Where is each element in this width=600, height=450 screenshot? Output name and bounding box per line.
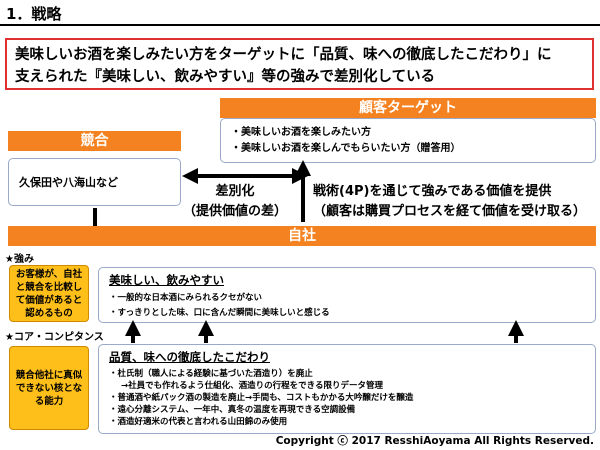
target-box: ・美味しいお酒を楽しみたい方 ・美味しいお酒を楽しんでもらいたい方（贈答用）: [220, 118, 596, 163]
core-item: ・杜氏制（職人による経験に基づいた酒造り）を廃止: [109, 369, 313, 379]
competitor-header: 競合: [8, 131, 181, 151]
core-competence-label: ★コア・コンピタンス: [5, 332, 104, 343]
strength-box: 美味しい、飲みやすい ・一般的な日本酒にみられるクセがない ・すっきりとした味、…: [98, 267, 596, 323]
core-competence-box: 品質、味への徹底したこだわり ・杜氏制（職人による経験に基づいた酒造り）を廃止 …: [98, 344, 596, 434]
core-heading: 品質、味への徹底したこだわり: [109, 350, 270, 364]
strength-heading: 美味しい、飲みやすい: [109, 273, 224, 287]
strategy-line-1: 戦術(4P)を通じて強みである価値を提供: [313, 184, 552, 199]
strength-item: ・一般的な日本酒にみられるクセがない: [109, 293, 263, 303]
strength-label: ★強み: [5, 254, 34, 265]
core-item: ・遠心分離システム、一年中、真冬の温度を再現できる空調設備: [109, 405, 356, 415]
strategy-label: 戦術(4P)を通じて強みである価値を提供 （顧客は購買プロセスを経て価値を受け取…: [313, 182, 598, 222]
core-item: →社員でも作れるよう仕組化、酒造りの行程をできる限りデータ管理: [121, 381, 383, 391]
title-divider: [0, 24, 600, 26]
summary-line-2: 支えられた『美味しい、飲みやすい』等の強みで差別化している: [15, 69, 436, 85]
differentiation-label: 差別化 （提供価値の差）: [180, 182, 290, 222]
differentiation-line-1: 差別化: [215, 184, 255, 199]
summary-line-1: 美味しいお酒を楽しみたい方をターゲットに「品質、味への徹底したこだわり」に: [15, 47, 552, 63]
differentiation-line-2: （提供価値の差）: [182, 204, 287, 219]
core-competence-note: 競合他社に真似できない核となる能力: [9, 346, 89, 430]
target-header: 顧客ターゲット: [220, 98, 596, 118]
target-item: ・美味しいお酒を楽しみたい方: [231, 127, 371, 138]
competitor-box: 久保田や八海山など: [8, 158, 181, 206]
summary-box: 美味しいお酒を楽しみたい方をターゲットに「品質、味への徹底したこだわり」に 支え…: [5, 38, 594, 90]
strength-note: お客様が、自社と競合を比較して価値があると認めるもの: [9, 265, 89, 322]
page-title: 1．戦略: [6, 5, 62, 23]
strategy-line-2: （顧客は購買プロセスを経て価値を受け取る）: [313, 204, 587, 219]
core-item: ・酒造好適米の代表と言われる山田錦のみ使用: [109, 417, 288, 427]
target-item: ・美味しいお酒を楽しんでもらいたい方（贈答用）: [231, 143, 461, 154]
copyright-notice: Copyright ⓒ 2017 ResshiAoyama All Rights…: [275, 435, 594, 447]
core-item: ・普通酒や紙パック酒の製造を廃止→手間も、コストもかかる大吟醸だけを醸造: [109, 393, 414, 403]
strength-item: ・すっきりとした味、口に含んだ瞬間に美味しいと感じる: [109, 308, 330, 318]
competitor-text: 久保田や八海山など: [19, 176, 118, 189]
company-header: 自社: [8, 226, 596, 246]
